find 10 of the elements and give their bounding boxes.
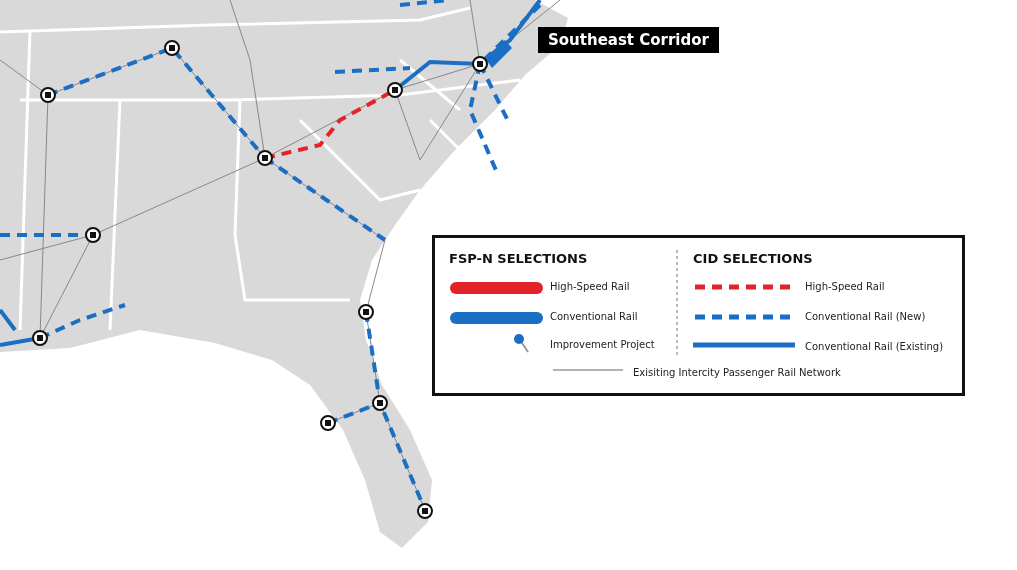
region-label: Southeast Corridor	[538, 27, 719, 53]
legend-text: Exisiting Intercity Passenger Rail Network	[633, 367, 841, 378]
legend-text: Improvement Project	[550, 339, 655, 350]
legend-heading: FSP-N SELECTIONS	[449, 251, 588, 266]
legend-text: High-Speed Rail	[805, 281, 885, 292]
legend-heading: CID SELECTIONS	[693, 251, 813, 266]
legend-text: Conventional Rail (Existing)	[805, 341, 944, 352]
legend-text: High-Speed Rail	[550, 281, 630, 292]
legend-text: Conventional Rail (New)	[805, 311, 926, 322]
legend-text: Conventional Rail	[550, 311, 638, 322]
